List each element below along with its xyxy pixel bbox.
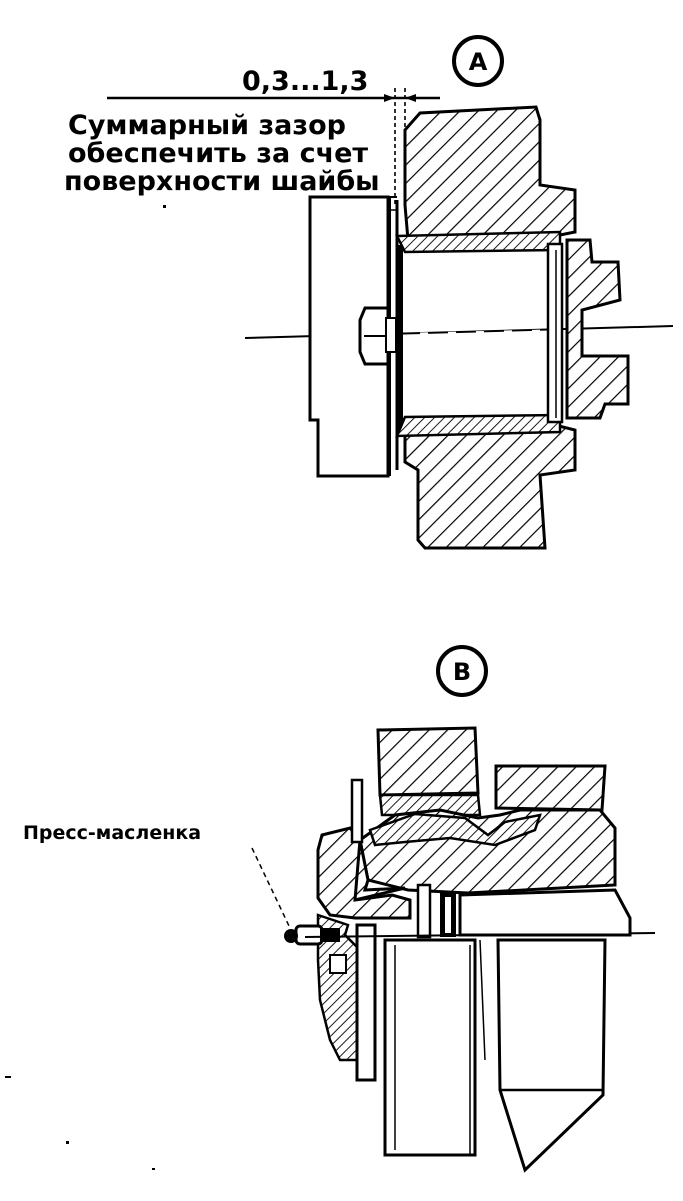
view-a-label: A: [469, 48, 488, 76]
gap-note-line-2: обеспечить за счет: [68, 138, 368, 169]
grease-nipple: [284, 924, 340, 946]
main-body-section: [343, 808, 617, 902]
gap-dimension: 0,3...1,3: [107, 66, 440, 205]
scan-specks: [5, 205, 166, 1170]
view-a-label-marker: A: [452, 35, 504, 87]
flange-plate: [355, 923, 377, 1082]
bolt-head: [358, 306, 397, 366]
grease-nipple-callout: Пресс-масленка: [23, 822, 291, 929]
view-b-label: B: [453, 658, 471, 686]
bushing: [395, 230, 564, 438]
view-a: A 0,3...1,3 Суммарный зазор обеспечить з…: [64, 35, 674, 550]
view-b-label-marker: B: [436, 645, 488, 697]
gap-note-line-1: Суммарный зазор: [68, 110, 346, 141]
gap-dimension-value: 0,3...1,3: [242, 66, 368, 97]
gap-note-line-3: поверхности шайбы: [64, 166, 380, 197]
cap-section: [316, 778, 412, 1062]
oil-channel-pin: [416, 883, 456, 939]
lower-parts: [383, 888, 632, 1173]
gap-note: Суммарный зазор обеспечить за счет повер…: [64, 110, 380, 197]
housing-section: [403, 105, 630, 550]
grease-nipple-label: Пресс-масленка: [23, 822, 201, 844]
upper-blocks: [376, 726, 607, 817]
view-b: B Пресс-масленка: [23, 645, 656, 1173]
